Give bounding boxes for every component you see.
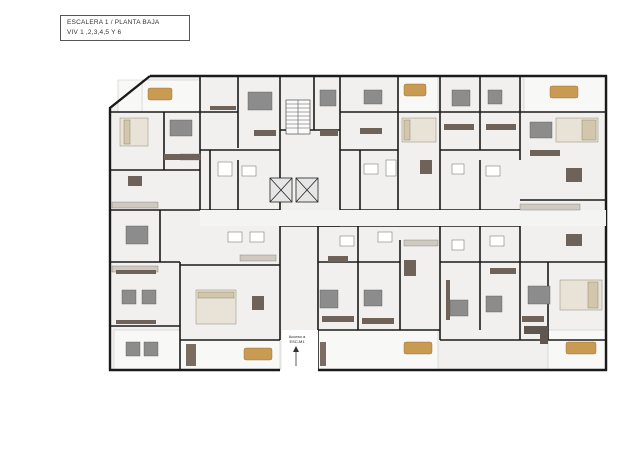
plan-title: ESCALERA 1 / PLANTA BAJA (67, 19, 160, 26)
living-areas (119, 117, 603, 325)
staircase (285, 99, 311, 135)
access-label-line1: Acceso a (288, 334, 306, 339)
access-label-line2: ESC-M1 (289, 339, 305, 344)
elevators (269, 177, 319, 203)
indoor-dining (128, 160, 582, 310)
plan-title-box: ESCALERA 1 / PLANTA BAJA VIV 1 ,2,3,4,5 … (60, 15, 190, 41)
access-marker (282, 330, 318, 370)
terrace-lounge (186, 326, 548, 366)
beds (121, 89, 553, 357)
dining-tables (147, 83, 597, 361)
plan-subtitle: VIV 1 ,2,3,4,5 Y 6 (67, 29, 122, 36)
wardrobes (116, 106, 560, 324)
access-label: Acceso a ESC-M1 (286, 334, 308, 344)
common-corridor (200, 210, 606, 226)
bathroom-fixtures (217, 159, 505, 251)
